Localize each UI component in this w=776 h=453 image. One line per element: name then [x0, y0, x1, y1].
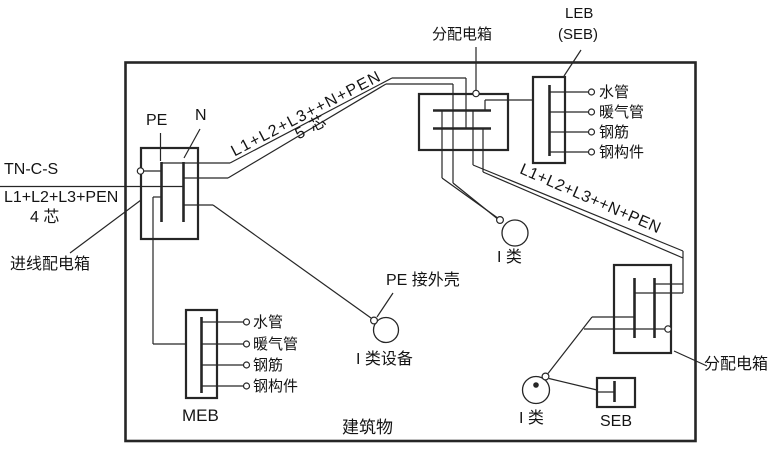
incoming-distribution-box — [136, 128, 201, 241]
bond-terminal-icon — [587, 88, 596, 96]
incoming-box-label: 进线配电箱 — [10, 256, 91, 273]
terminal-circle-icon — [472, 89, 480, 98]
pe-label: PE — [146, 112, 168, 129]
meb-item-water-pipe: 水管 — [253, 314, 284, 331]
system-type-label: TN-C-S — [4, 161, 59, 178]
n-label: N — [195, 107, 207, 124]
meb-item-heating-pipe: 暖气管 — [253, 336, 299, 353]
riser-cable — [161, 77, 467, 183]
bond-terminal-icon — [587, 128, 596, 136]
terminal-circle-icon — [664, 325, 672, 333]
class1-equipment-label: I 类设备 — [356, 351, 413, 368]
class1-top-label: I 类 — [497, 249, 522, 266]
pe-to-meb-conductor — [152, 196, 186, 345]
branch-to-class1-top — [441, 177, 500, 221]
bond-terminal-icon — [242, 340, 251, 348]
meb-label: MEB — [182, 406, 219, 425]
leb-item-water-pipe: 水管 — [599, 84, 630, 101]
top-distribution-box — [417, 47, 533, 178]
class1-bottom-label: I 类 — [519, 410, 544, 427]
earth-dot-icon — [533, 382, 539, 388]
leb-title: LEB — [565, 5, 594, 22]
bond-terminal-icon — [587, 108, 596, 116]
seb-label: SEB — [600, 413, 633, 430]
bond-terminal-icon — [587, 148, 596, 156]
bond-terminal-icon — [242, 318, 251, 326]
bond-terminal-icon — [242, 382, 251, 390]
leb-bonding-bar — [531, 49, 596, 165]
class1-equipment-center — [183, 204, 400, 344]
meb-item-rebar: 钢筋 — [253, 357, 284, 374]
class1-socket-top — [496, 216, 529, 247]
meb-item-steel-member: 钢构件 — [253, 378, 299, 395]
right-distribution-label: 分配电箱 — [704, 356, 769, 373]
leb-item-heating-pipe: 暖气管 — [599, 104, 645, 121]
class1-equipment-bottom — [521, 316, 598, 405]
seb-bonding-box — [595, 376, 637, 409]
supply-conductors-label: L1+L2+L3+PEN — [4, 189, 119, 206]
pe-shell-note: PE 接外壳 — [386, 272, 460, 289]
building-outline — [124, 61, 697, 443]
leb-subtitle: (SEB) — [558, 26, 599, 43]
leb-item-steel-member: 钢构件 — [599, 144, 645, 161]
service-entry — [0, 185, 183, 254]
bond-terminal-icon — [242, 361, 251, 369]
feeder-to-right-box — [472, 164, 684, 293]
terminal-circle-icon — [136, 167, 145, 175]
building-label: 建筑物 — [342, 418, 393, 437]
right-distribution-box — [584, 263, 708, 367]
supply-cores-label: 4 芯 — [30, 209, 60, 226]
meb-bonding-bar — [184, 308, 251, 400]
top-distribution-label: 分配电箱 — [432, 26, 493, 43]
leb-item-rebar: 钢筋 — [599, 124, 630, 141]
